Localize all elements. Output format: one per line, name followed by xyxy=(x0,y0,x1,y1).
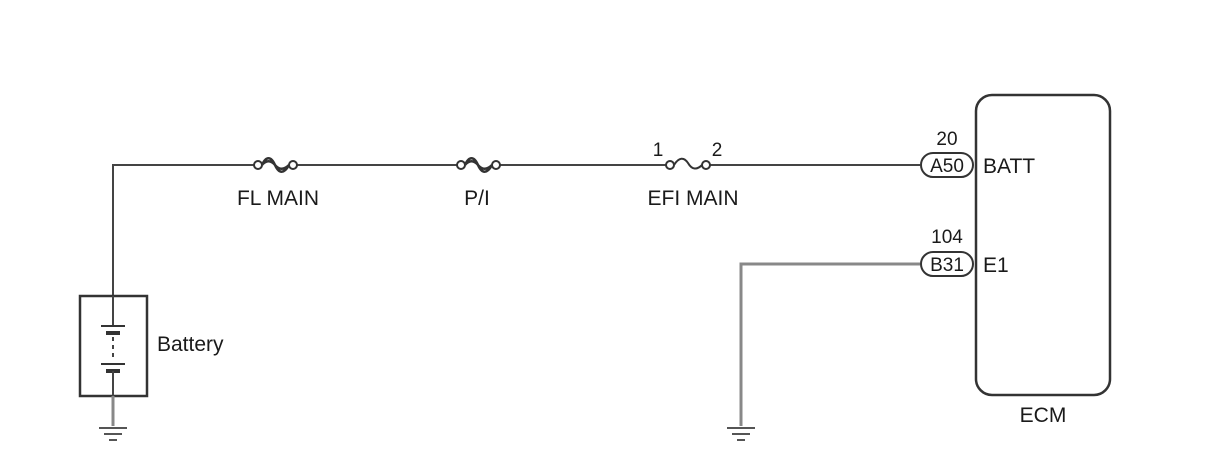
power-wire xyxy=(112,164,920,296)
pi-fuse xyxy=(456,157,501,173)
fl-main-label: FL MAIN xyxy=(237,187,319,210)
pi-label: P/I xyxy=(464,187,490,210)
efi-main-pin-2: 2 xyxy=(712,140,723,161)
ecm-ground-icon xyxy=(727,427,755,441)
efi-main-label: EFI MAIN xyxy=(647,187,738,210)
battery-label: Battery xyxy=(157,333,224,356)
e1-terminal-label: E1 xyxy=(983,254,1009,277)
ecm-label: ECM xyxy=(1020,404,1067,427)
connector-a50 xyxy=(920,152,974,178)
efi-main-fuse-element-icon xyxy=(673,157,703,170)
ecm-box xyxy=(974,93,1112,397)
e1-ground-wire xyxy=(739,262,920,426)
batt-terminal-label: BATT xyxy=(983,155,1035,178)
pi-fuse-element-icon xyxy=(463,157,494,173)
battery-symbol xyxy=(78,294,149,398)
fl-main-fuse-element-icon xyxy=(260,157,291,173)
connector-b31 xyxy=(920,251,974,277)
connector-a50-label: A50 xyxy=(930,156,964,177)
batt-pin-number: 20 xyxy=(936,129,957,150)
e1-pin-number: 104 xyxy=(931,227,963,248)
connector-b31-label: B31 xyxy=(930,255,964,276)
battery-ground-icon xyxy=(99,396,127,441)
efi-main-fuse xyxy=(665,157,711,170)
fl-main-fuse xyxy=(253,157,298,173)
efi-main-pin-1: 1 xyxy=(653,140,664,161)
